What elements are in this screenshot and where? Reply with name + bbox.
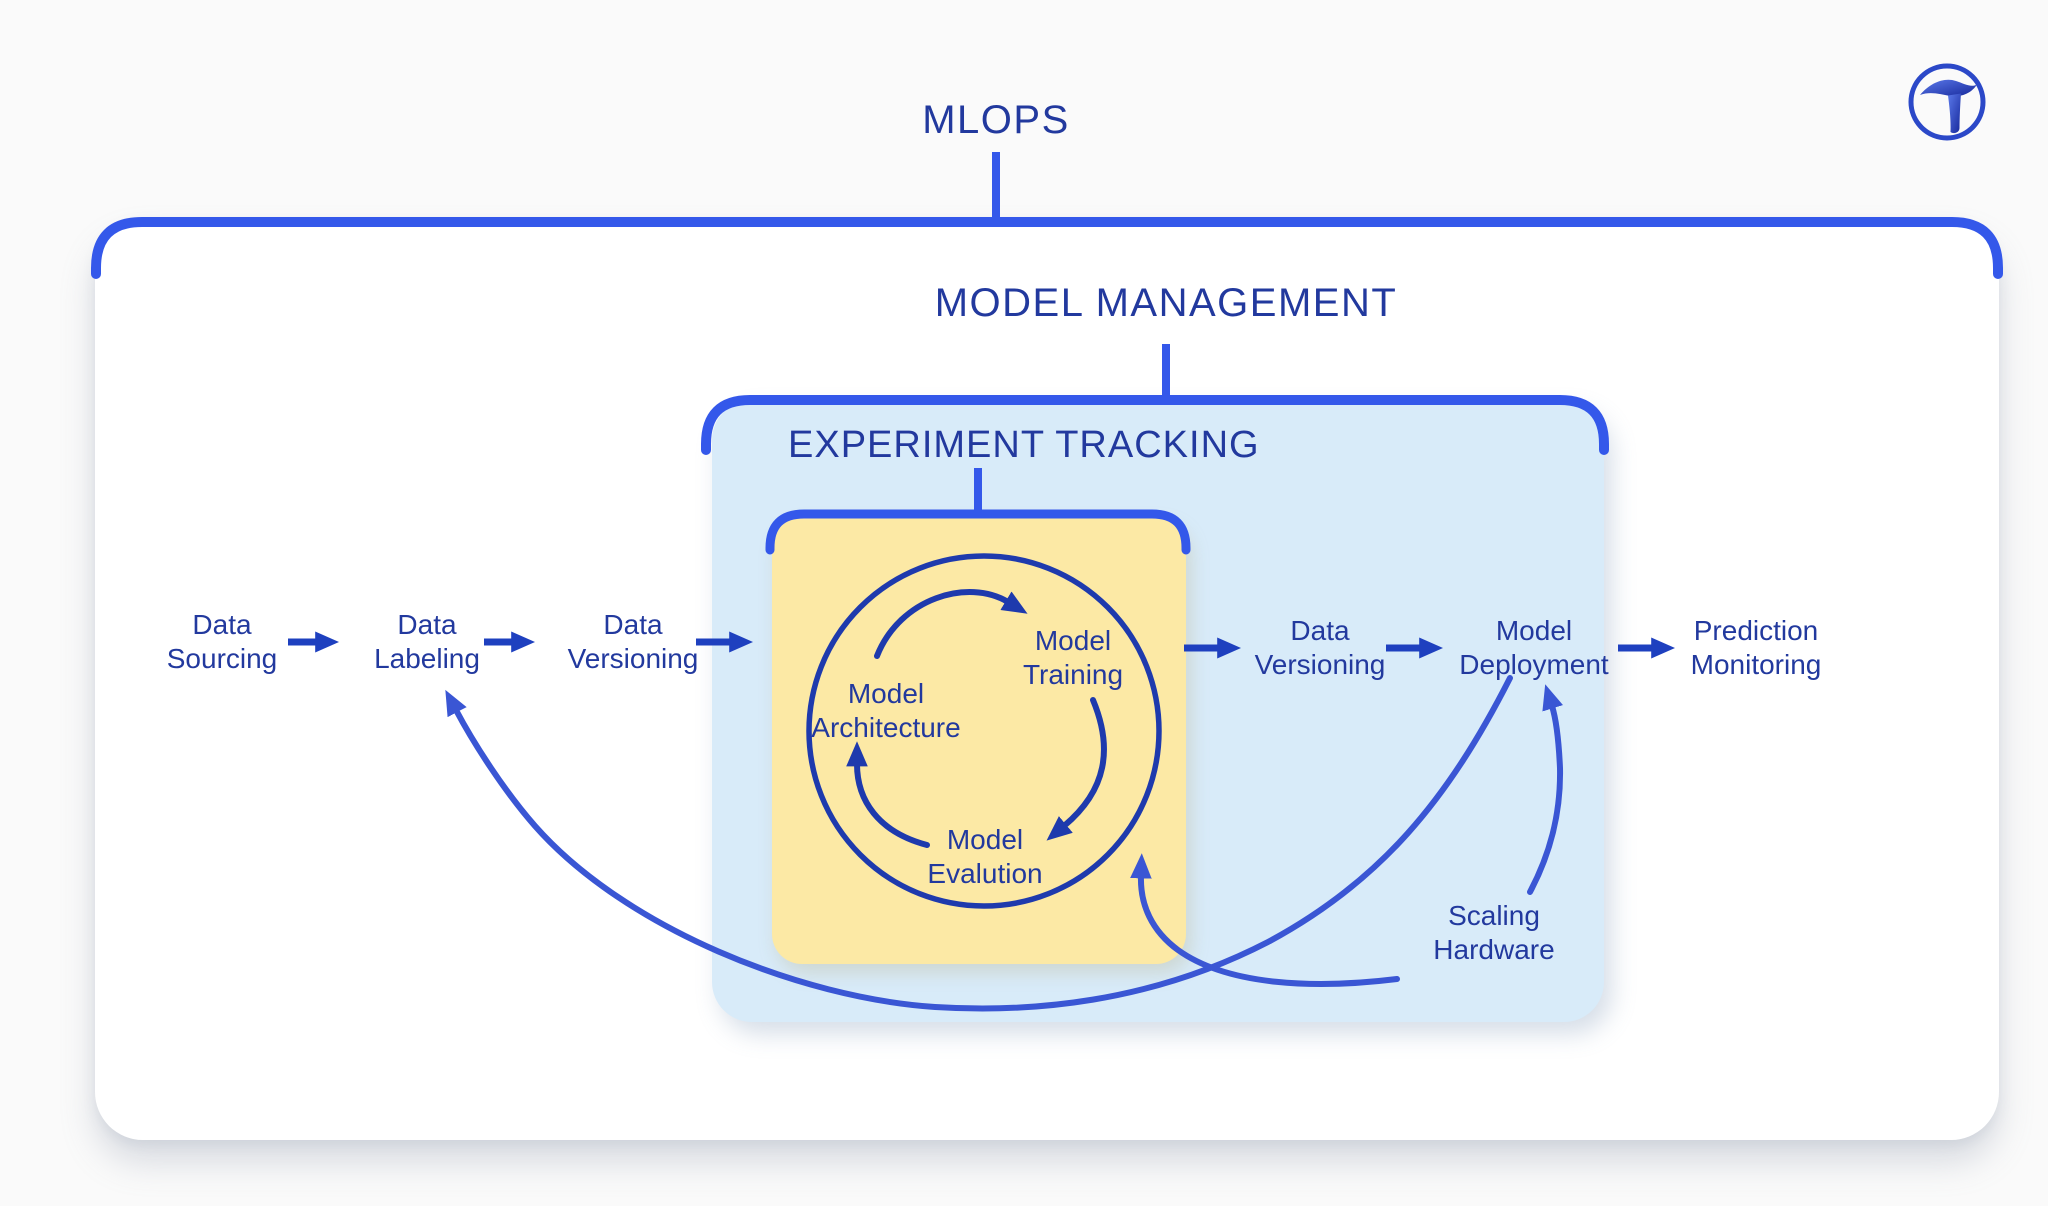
node-data-versioning: Data Versioning	[567, 609, 699, 674]
node-model-deployment: Model Deployment	[1459, 615, 1609, 680]
cycle-node-model-evalution: Model Evalution	[927, 824, 1043, 889]
cycle-node-model-architecture: Model Architecture	[811, 678, 961, 743]
node-prediction-monitoring: Prediction Monitoring	[1690, 615, 1822, 680]
tensor-t-logo-icon	[1908, 63, 1986, 141]
note-scaling-hardware: Scaling Hardware	[1433, 900, 1555, 965]
cycle-node-model-training: Model Training	[1022, 625, 1124, 690]
experiment-tracking-title: EXPERIMENT TRACKING	[788, 424, 1260, 466]
node-data-versioning-2: Data Versioning	[1254, 615, 1386, 680]
model-management-title: MODEL MANAGEMENT	[934, 281, 1398, 325]
node-data-labeling: Data Labeling	[374, 609, 480, 674]
node-data-sourcing: Data Sourcing	[166, 609, 278, 674]
page-title: MLOPS	[922, 98, 1070, 142]
